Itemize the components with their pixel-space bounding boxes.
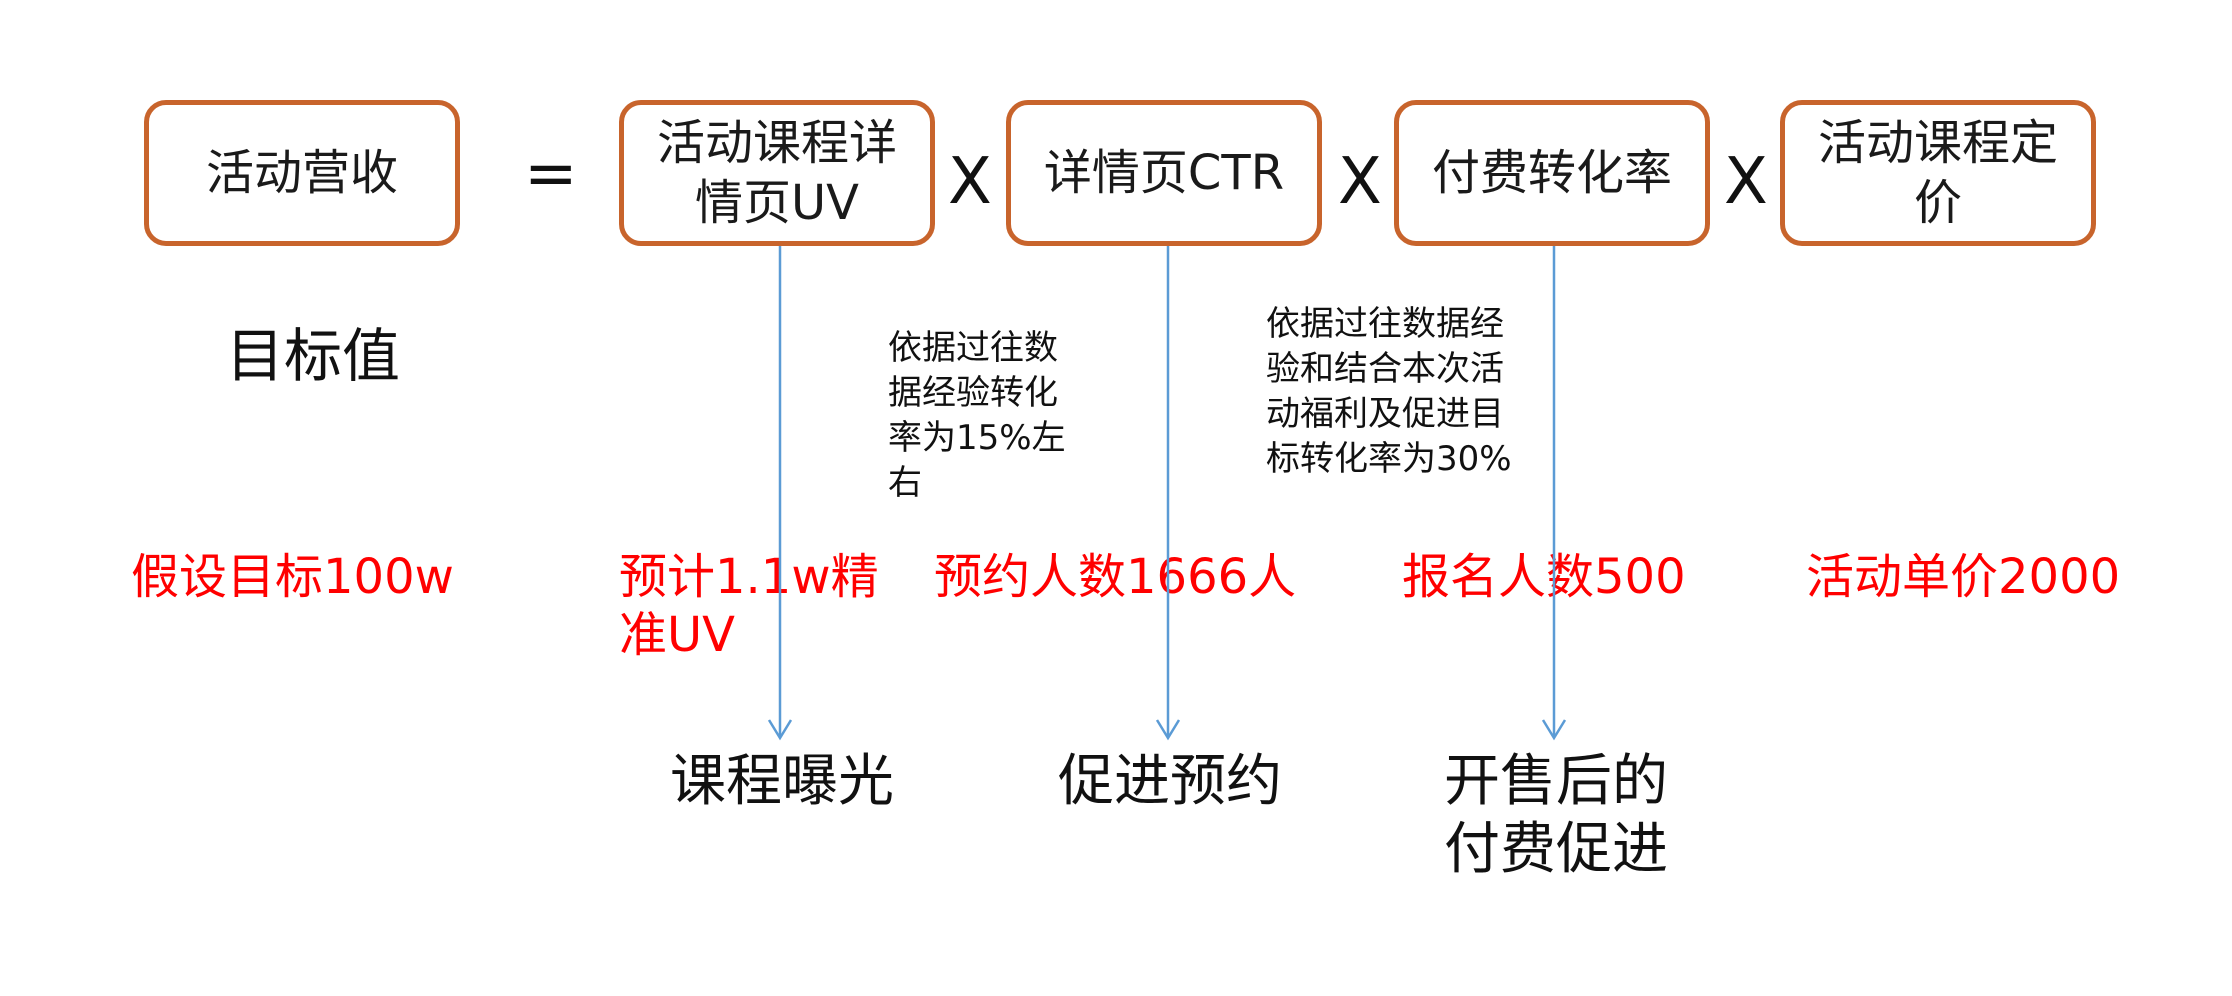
equals-sign: = (524, 137, 578, 211)
uv-label: 活动课程详情页UV (656, 115, 897, 231)
uv-arrowhead (767, 719, 793, 741)
price-label: 活动课程定价 (1817, 115, 2058, 231)
price-box: 活动课程定价 (1780, 100, 2096, 246)
target-value-label: 目标值 (226, 322, 401, 390)
multiply-sign-3: X (1724, 145, 1768, 219)
ctr-box: 详情页CTR (1006, 100, 1322, 246)
ctr-arrowhead (1155, 719, 1181, 741)
course-exposure-label: 课程曝光 (670, 749, 894, 814)
uv-box: 活动课程详情页UV (619, 100, 935, 246)
price-estimate: 活动单价2000 (1806, 549, 2121, 605)
conversion-note: 依据过往数据经验和结合本次活动福利及促进目标转化率为30% (1266, 304, 1512, 479)
multiply-sign-1: X (948, 145, 992, 219)
revenue-box: 活动营收 (144, 100, 460, 246)
ctr-label: 详情页CTR (1043, 145, 1285, 201)
conversion-box: 付费转化率 (1394, 100, 1710, 246)
signup-estimate: 报名人数500 (1402, 549, 1686, 605)
conversion-label: 付费转化率 (1431, 145, 1672, 201)
ctr-note: 依据过往数据经验转化率为15%左右 (888, 328, 1066, 503)
promote-reservation-label: 促进预约 (1058, 749, 1282, 814)
uv-estimate: 预计1.1w精准UV (619, 549, 879, 663)
revenue-estimate: 假设目标100w (131, 549, 454, 605)
revenue-label: 活动营收 (205, 145, 398, 201)
multiply-sign-2: X (1338, 145, 1382, 219)
reservation-estimate: 预约人数1666人 (934, 549, 1297, 605)
payment-promotion-label: 开售后的付费促进 (1444, 749, 1668, 882)
conversion-arrowhead (1541, 719, 1567, 741)
